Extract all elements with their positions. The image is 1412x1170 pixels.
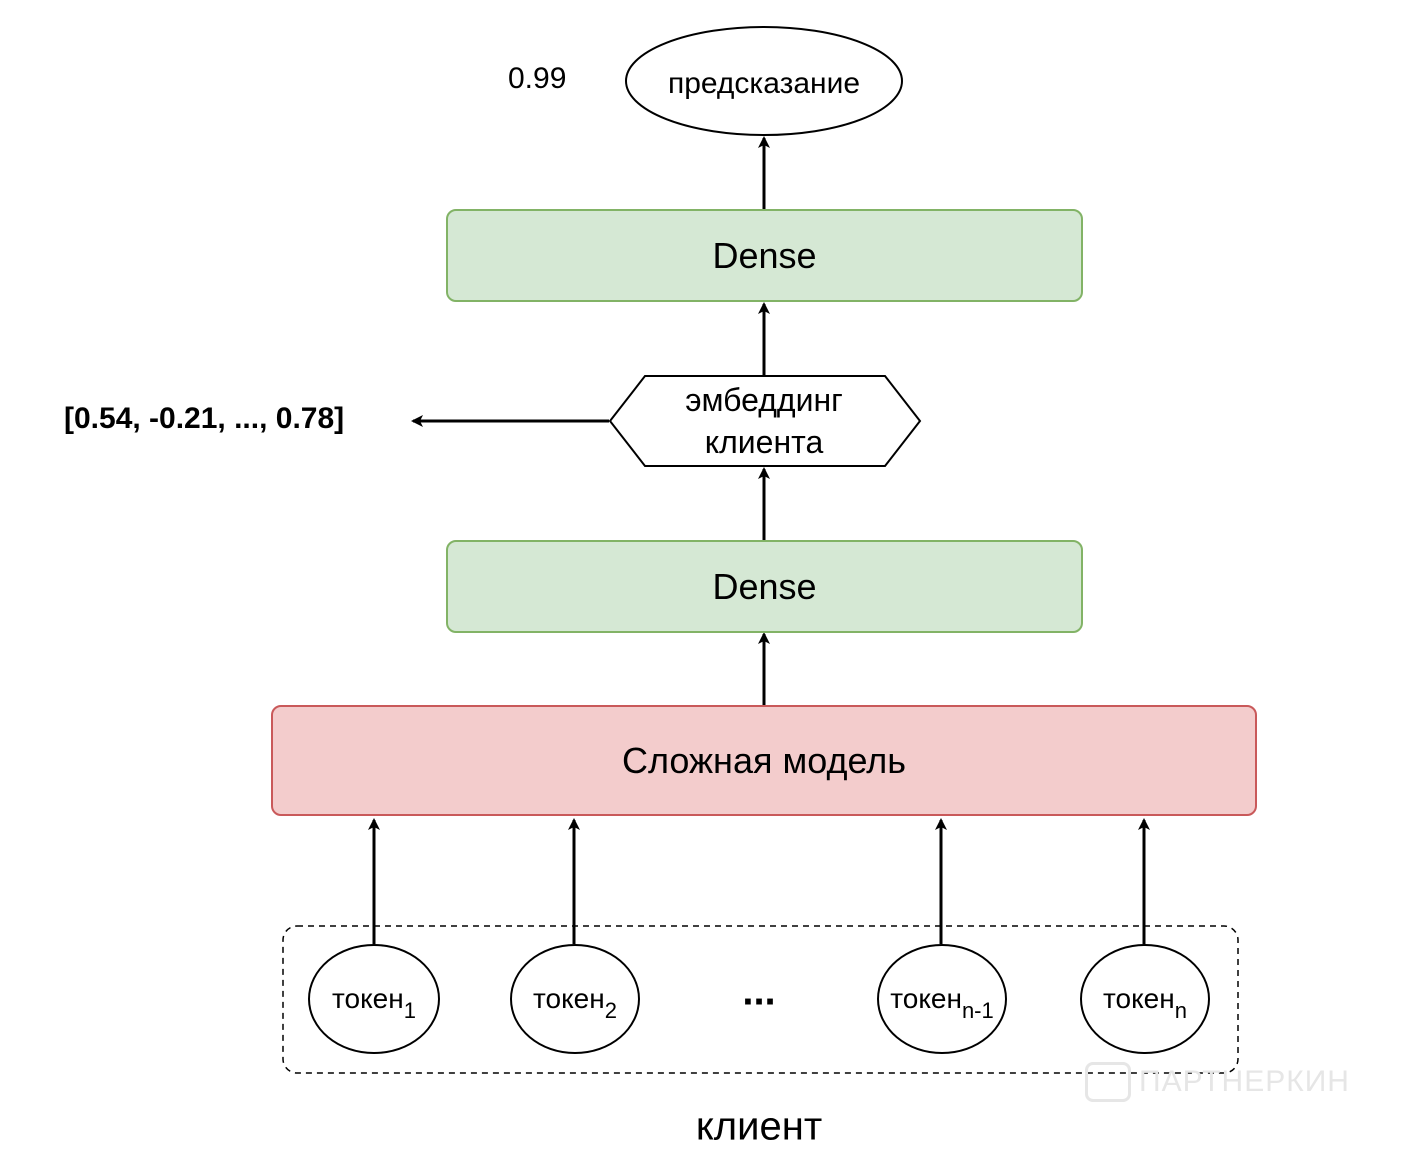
watermark: ПАРТНЕРКИН [1085, 1062, 1350, 1102]
embedding-label-line1: эмбеддинг [685, 382, 843, 418]
embedding-label: эмбеддинг клиента [685, 379, 843, 463]
complex-model-label: Сложная модель [621, 739, 907, 781]
token-n-1-label: токенn-1 [890, 983, 994, 1023]
dense-layer-bottom: Dense [446, 540, 1083, 633]
dense-layer-top: Dense [446, 209, 1083, 302]
dense-layer-top-label: Dense [712, 234, 817, 276]
client-label: клиент [695, 1104, 823, 1149]
client-container [282, 925, 1239, 1074]
token-n-label: токенn [1103, 983, 1187, 1023]
embedding-vector: [0.54, -0.21, ..., 0.78] [64, 402, 345, 435]
embedding-label-line2: клиента [704, 424, 824, 460]
prediction-node [625, 26, 903, 136]
watermark-logo-icon [1085, 1062, 1131, 1102]
prediction-value: 0.99 [508, 62, 567, 95]
prediction-label: предсказание [667, 67, 861, 100]
token-2: токен2 [510, 944, 640, 1054]
token-n-1: токенn-1 [877, 944, 1007, 1054]
token-1: токен1 [308, 944, 440, 1054]
token-ellipsis: ... [742, 969, 776, 1014]
embedding-node [608, 375, 922, 467]
dense-layer-bottom-label: Dense [712, 565, 817, 607]
token-1-label: токен1 [332, 983, 416, 1023]
token-n: токенn [1080, 944, 1210, 1054]
watermark-text: ПАРТНЕРКИН [1139, 1065, 1350, 1098]
token-2-label: токен2 [533, 983, 617, 1023]
complex-model-box: Сложная модель [271, 705, 1257, 816]
